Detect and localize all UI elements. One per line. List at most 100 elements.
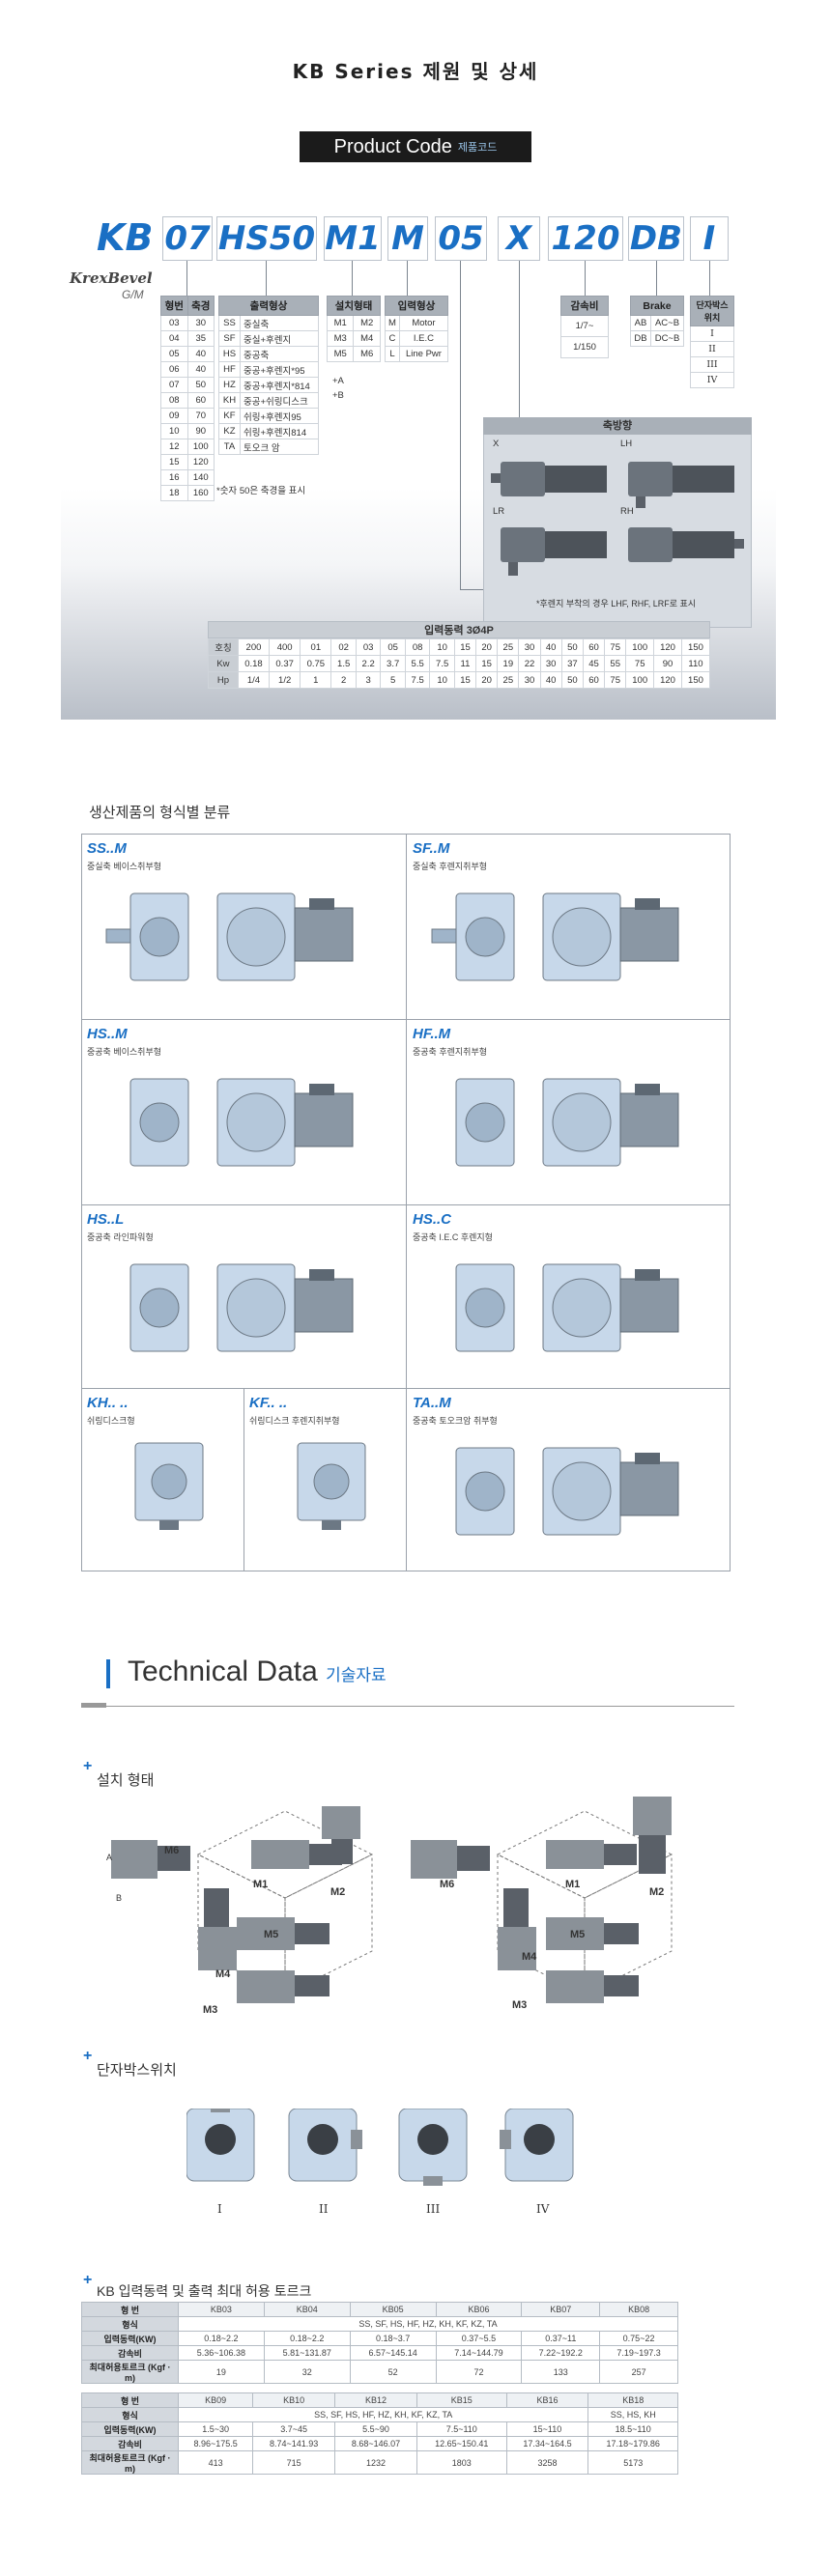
mount-cell: M5 (326, 346, 355, 362)
torque-cell: 0.18~3.7 (349, 2331, 437, 2346)
power-cell: 75 (604, 638, 627, 656)
gearbox-illustration (297, 1442, 366, 1530)
output-desc: 쉬링+후렌지95 (240, 408, 319, 424)
torque-cell: 12.65~150.41 (416, 2436, 507, 2451)
power-cell: 400 (269, 638, 301, 656)
mount-cell: M6 (353, 346, 381, 362)
power-row-header: Kw (208, 655, 239, 672)
technical-title: Technical Data 기술자료 (128, 1656, 387, 1688)
output-desc: 중공축 (240, 346, 319, 362)
power-cell: 75 (604, 671, 627, 689)
size-cell: 60 (186, 392, 215, 409)
input-desc: Line Pwr (398, 346, 449, 362)
power-cell: 01 (300, 638, 332, 656)
power-cell: 0.75 (300, 655, 332, 672)
terminal-label-4: IV (536, 2202, 550, 2216)
code-size: 07 (162, 216, 213, 261)
connector-line (585, 261, 586, 296)
power-cell: 30 (539, 655, 562, 672)
torque-cell: KB09 (177, 2392, 254, 2408)
code-ratio: 120 (548, 216, 623, 261)
torque-cell: 72 (435, 2360, 523, 2384)
size-cell: 18 (160, 485, 188, 501)
grid-divider (81, 1388, 731, 1389)
output-desc: 중공+쉬링디스크 (240, 392, 319, 409)
mount-header: 설치형태 (327, 296, 381, 316)
power-row-header: 호칭 (208, 638, 239, 656)
torque-cell: KB08 (599, 2302, 678, 2317)
input-desc: Motor (398, 315, 449, 331)
terminal-cell: II (690, 341, 734, 357)
torque-cell: SS, HS, KH (587, 2407, 678, 2422)
power-cell: 0.37 (269, 655, 301, 672)
power-cell: 50 (560, 638, 584, 656)
torque-cell: 8.68~146.07 (334, 2436, 417, 2451)
size-cell: 05 (160, 346, 188, 362)
code-series: KB (97, 216, 154, 259)
input-desc: I.E.C (398, 330, 449, 347)
class-code: HS..L (87, 1211, 125, 1228)
torque-cell: 0.37~11 (521, 2331, 601, 2346)
power-cell: 37 (560, 655, 584, 672)
size-header: 형번 (160, 296, 188, 316)
mount-label-m2: M2 (649, 1886, 665, 1898)
plus-icon: + (83, 2272, 93, 2288)
mount-label-m6: M6 (164, 1845, 180, 1856)
output-desc: 쉬링+후렌지814 (240, 423, 319, 439)
mount-label-m3: M3 (203, 2004, 218, 2016)
output-desc: 토오크 암 (240, 439, 319, 455)
mount-cell: M1 (326, 315, 355, 331)
axis-label-lr: LR (493, 506, 505, 517)
input-code: M (385, 315, 400, 331)
torque-cell: KB18 (587, 2392, 678, 2408)
connector-line (656, 261, 657, 296)
power-cell: 90 (653, 655, 682, 672)
axis-letter-b: B (116, 1893, 123, 1903)
power-cell: 25 (497, 638, 520, 656)
power-cell: 10 (429, 671, 455, 689)
code-brake: DB (628, 216, 684, 261)
class-code: HS..C (413, 1211, 452, 1228)
size-cell: 100 (186, 439, 215, 455)
size-cell: 50 (186, 377, 215, 393)
class-desc: 중공축 베이스취부형 (87, 1047, 162, 1057)
power-cell: 110 (680, 655, 711, 672)
power-cell: 200 (237, 638, 271, 656)
torque-cell: 5.36~106.38 (178, 2345, 265, 2361)
output-header: 출력형상 (218, 296, 319, 316)
axis-label-lh: LH (620, 439, 633, 449)
torque-row-header: 감속비 (81, 2345, 179, 2361)
terminal-label-2: II (319, 2202, 329, 2216)
torque-row-header: 최대허용토르크 (Kgf · m) (81, 2450, 179, 2475)
torque-cell: KB15 (416, 2392, 507, 2408)
mount-cell: M2 (353, 315, 381, 331)
axis-label-x: X (493, 439, 500, 449)
output-desc: 중공+후렌지*95 (240, 361, 319, 378)
grid-divider (406, 834, 407, 1571)
torque-cell: KB16 (505, 2392, 589, 2408)
connector-line (266, 261, 267, 296)
terminal-row: III (690, 356, 734, 373)
power-cell: 5 (380, 671, 406, 689)
axis-direction-panel (483, 417, 752, 628)
output-code: SF (218, 330, 241, 347)
torque-cell: 5.81~131.87 (263, 2345, 351, 2361)
power-cell: 2.2 (355, 655, 382, 672)
torque-cell: 7.19~197.3 (599, 2345, 678, 2361)
plus-icon: + (83, 2048, 93, 2064)
product-code-badge: Product Code 제품코드 (300, 131, 531, 162)
class-desc: 중공축 라인파워형 (87, 1232, 154, 1242)
axis-letter-a: A (106, 1853, 113, 1862)
